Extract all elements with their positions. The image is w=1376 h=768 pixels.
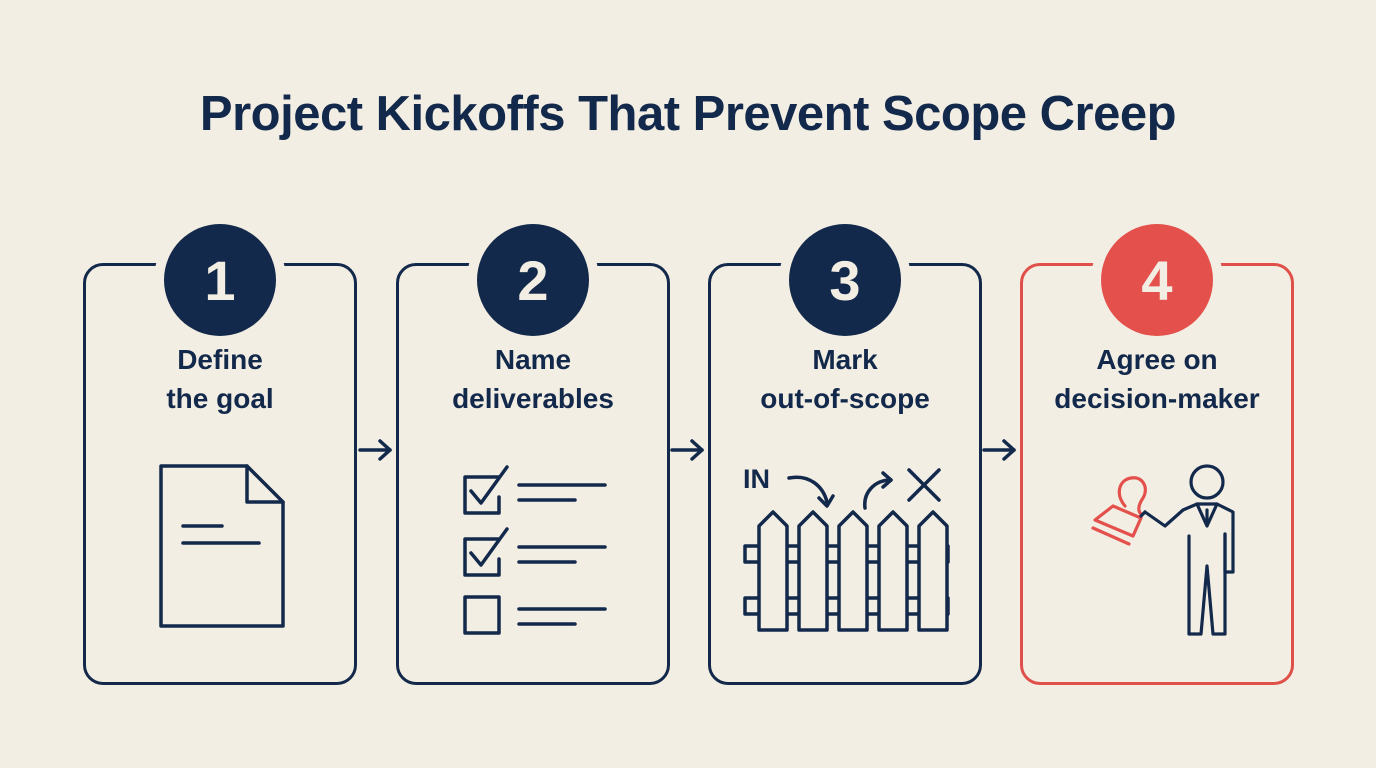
step-number-badge: 3: [789, 224, 901, 336]
step-label: Define the goal: [166, 344, 274, 414]
step-label: Agree on decision-maker: [1054, 344, 1260, 414]
document-icon: [159, 464, 285, 628]
step-number-badge: 4: [1101, 224, 1213, 336]
fence-icon: IN: [743, 464, 950, 632]
step-card-4: 4 Agree on decision-maker: [1020, 224, 1294, 685]
step-label: Name deliverables: [452, 344, 614, 414]
step-number-badge: 2: [477, 224, 589, 336]
step-card-2: 2 Name deliverables: [396, 224, 670, 685]
step-card-1: 1 Define the goal: [83, 224, 357, 685]
step-label: Mark out-of-scope: [760, 344, 930, 414]
page-title: Project Kickoffs That Prevent Scope Cree…: [199, 87, 1177, 141]
checklist-icon: [463, 465, 607, 635]
step-number-badge: 1: [164, 224, 276, 336]
person-with-stamp-icon: [1091, 464, 1235, 636]
arrow-right-icon: [358, 439, 392, 461]
step-card-3: 3 Mark out-of-scope IN: [708, 224, 982, 685]
arrow-right-icon: [982, 439, 1016, 461]
arrow-right-icon: [670, 439, 704, 461]
in-label: IN: [743, 464, 770, 494]
stamp-icon: [1091, 476, 1147, 546]
